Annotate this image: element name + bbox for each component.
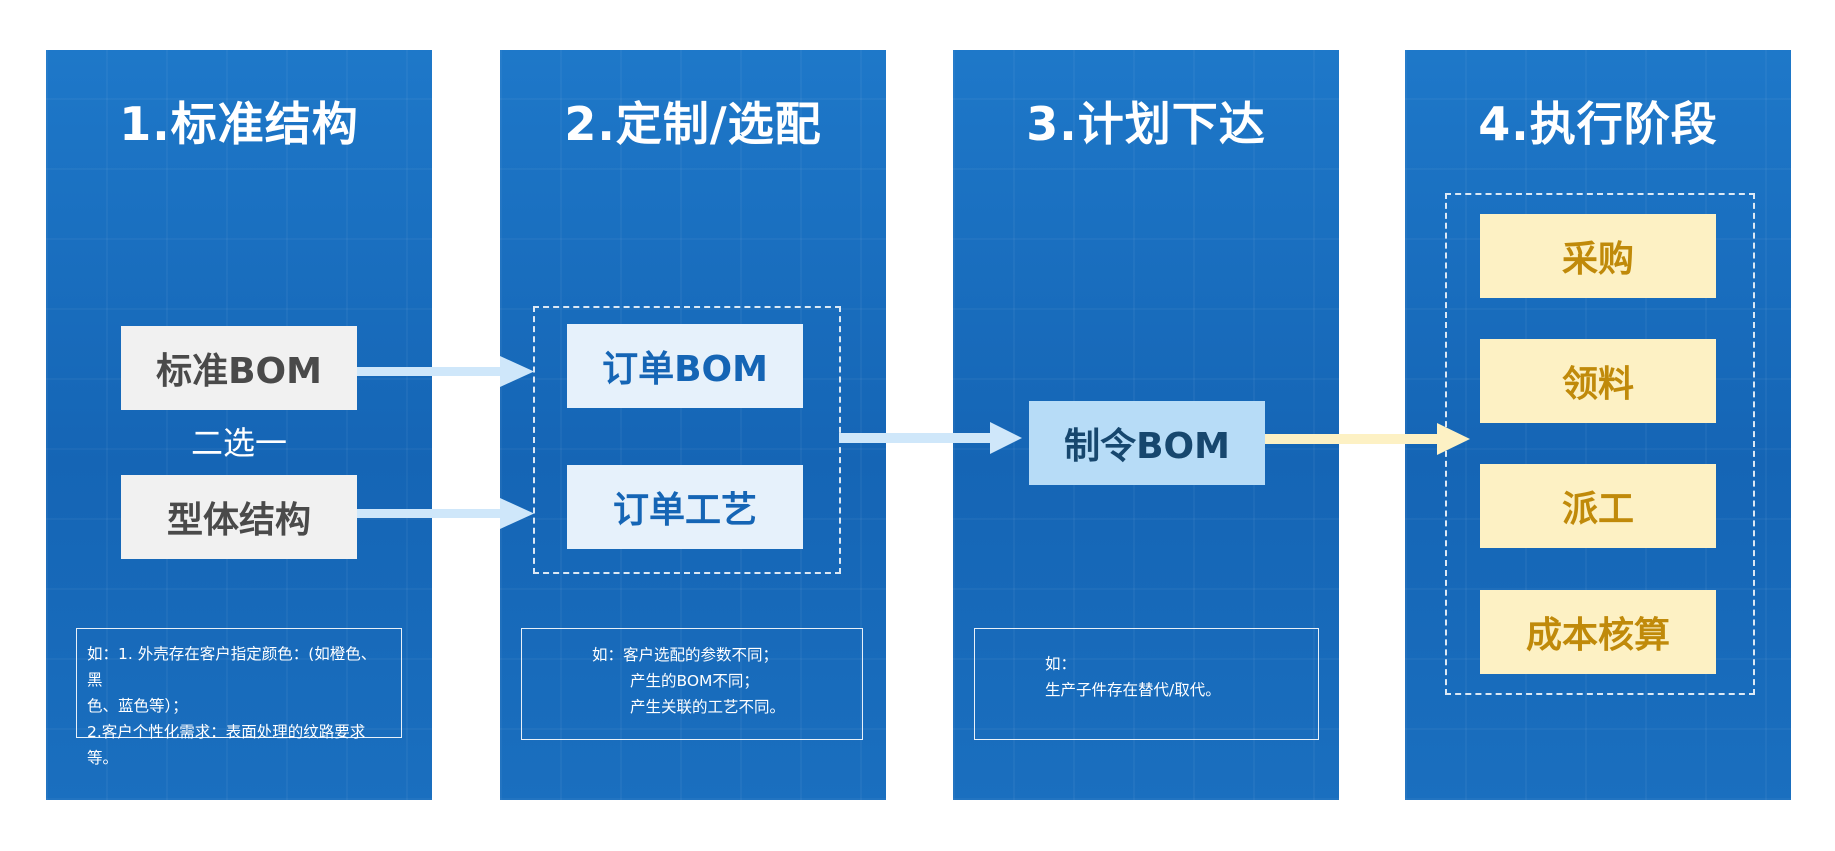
- stage-title-1: 1.标准结构: [119, 97, 359, 151]
- note-line: 产生的BOM不同；: [630, 672, 759, 690]
- purchase-box: 采购: [1480, 214, 1716, 298]
- stage-title-2: 2.定制/选配: [564, 97, 822, 151]
- either-one-label: 二选一: [190, 424, 287, 462]
- stage-note-3: 如： 生产子件存在替代/取代。: [974, 628, 1319, 740]
- material-requisition-box: 领料: [1480, 339, 1716, 423]
- stage-panel-1: 1.标准结构 标准BOM 二选一 型体结构 如：1. 外壳存在客户指定颜色：(如…: [46, 50, 432, 800]
- order-bom-box: 订单BOM: [567, 324, 803, 408]
- note-line: 如：1. 外壳存在客户指定颜色：(如橙色、黑: [87, 645, 377, 689]
- standard-bom-box: 标准BOM: [121, 326, 357, 410]
- note-line: 如：: [1045, 655, 1077, 673]
- stage-note-1: 如：1. 外壳存在客户指定颜色：(如橙色、黑 色、蓝色等）； 2.客户个性化需求…: [76, 628, 402, 767]
- note-line: 生产子件存在替代/取代。: [1045, 681, 1221, 699]
- stage-panel-4: 4.执行阶段 采购 领料 派工 成本核算: [1405, 50, 1791, 800]
- note-line: 如：客户选配的参数不同；: [592, 646, 779, 664]
- production-order-bom-box: 制令BOM: [1029, 401, 1265, 485]
- note-line: 产生关联的工艺不同。: [630, 698, 786, 716]
- stage-note-2: 如：客户选配的参数不同； 产生的BOM不同； 产生关联的工艺不同。: [521, 628, 863, 740]
- stage-panel-3: 3.计划下达 制令BOM 如： 生产子件存在替代/取代。: [953, 50, 1339, 800]
- dispatch-box: 派工: [1480, 464, 1716, 548]
- note-line: 色、蓝色等）；: [87, 697, 188, 715]
- note-line: 2.客户个性化需求：表面处理的纹路要求等。: [87, 723, 366, 767]
- model-structure-box: 型体结构: [121, 475, 357, 559]
- order-process-box: 订单工艺: [567, 465, 803, 549]
- stage-title-3: 3.计划下达: [1026, 97, 1266, 151]
- stage-title-4: 4.执行阶段: [1478, 97, 1718, 151]
- stage-panel-2: 2.定制/选配 订单BOM 订单工艺 如：客户选配的参数不同； 产生的BOM不同…: [500, 50, 886, 800]
- cost-accounting-box: 成本核算: [1480, 590, 1716, 674]
